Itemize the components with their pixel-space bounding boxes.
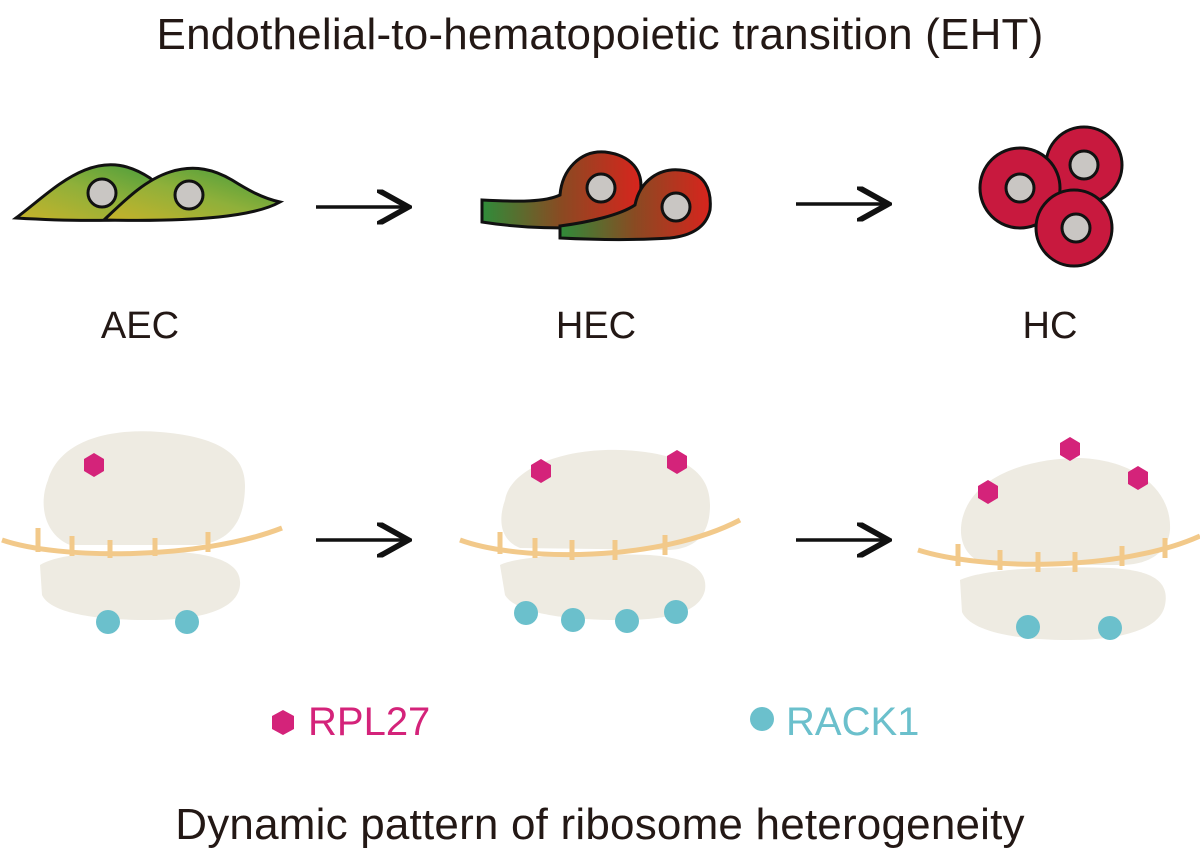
hec-cells xyxy=(480,150,712,241)
ribosome-large-subunit xyxy=(43,431,245,545)
diagram-title: Endothelial-to-hematopoietic transition … xyxy=(156,10,1044,59)
rpl27-marker xyxy=(531,459,551,483)
rack1-marker xyxy=(664,600,688,624)
rack1-marker xyxy=(561,608,585,632)
aec-nucleus-1 xyxy=(86,177,118,209)
rack1-marker xyxy=(615,609,639,633)
rack1-marker xyxy=(96,610,120,634)
legend-label-rack1: RACK1 xyxy=(786,700,920,744)
mrna-strand xyxy=(459,517,742,558)
legend-rack1-circle-icon xyxy=(750,707,774,731)
rack1-marker xyxy=(1016,615,1040,639)
rpl27-marker xyxy=(667,450,687,474)
ribosome-aec xyxy=(1,431,283,634)
hec-nucleus-2 xyxy=(660,191,692,223)
ribosome-hec xyxy=(459,449,742,633)
ribosome-small-subunit xyxy=(500,554,706,620)
diagram-subtitle: Dynamic pattern of ribosome heterogeneit… xyxy=(175,800,1025,849)
rack1-marker xyxy=(1098,616,1122,640)
stage-label-hc: HC xyxy=(1022,305,1078,347)
rpl27-marker xyxy=(978,480,998,504)
stage-label-hec: HEC xyxy=(555,305,637,347)
hc-cells xyxy=(978,125,1124,268)
ribosome-small-subunit xyxy=(960,567,1166,640)
rpl27-marker xyxy=(84,453,104,477)
legend-label-rpl27: RPL27 xyxy=(308,700,431,744)
mrna-ticks xyxy=(35,528,211,558)
hc-nucleus-2 xyxy=(1004,172,1036,204)
ribosome-hc xyxy=(917,437,1200,640)
rack1-marker xyxy=(514,601,538,625)
hc-nucleus-1 xyxy=(1068,149,1100,181)
rpl27-marker xyxy=(1128,466,1148,490)
ribosome-large-subunit xyxy=(501,449,710,550)
ribosome-small-subunit xyxy=(40,551,241,620)
mrna-ticks xyxy=(497,532,668,560)
stage-label-aec: AEC xyxy=(100,305,180,347)
aec-nucleus-2 xyxy=(173,179,205,211)
rpl27-marker xyxy=(1060,437,1080,461)
mrna-ticks xyxy=(955,538,1168,572)
rack1-marker xyxy=(175,610,199,634)
ribosome-large-subunit xyxy=(960,458,1171,565)
hec-nucleus-1 xyxy=(585,172,617,204)
hc-nucleus-3 xyxy=(1060,212,1092,244)
mrna-strand xyxy=(1,525,283,557)
aec-cells xyxy=(11,163,285,222)
legend-rpl27-hexagon-icon xyxy=(272,710,294,735)
